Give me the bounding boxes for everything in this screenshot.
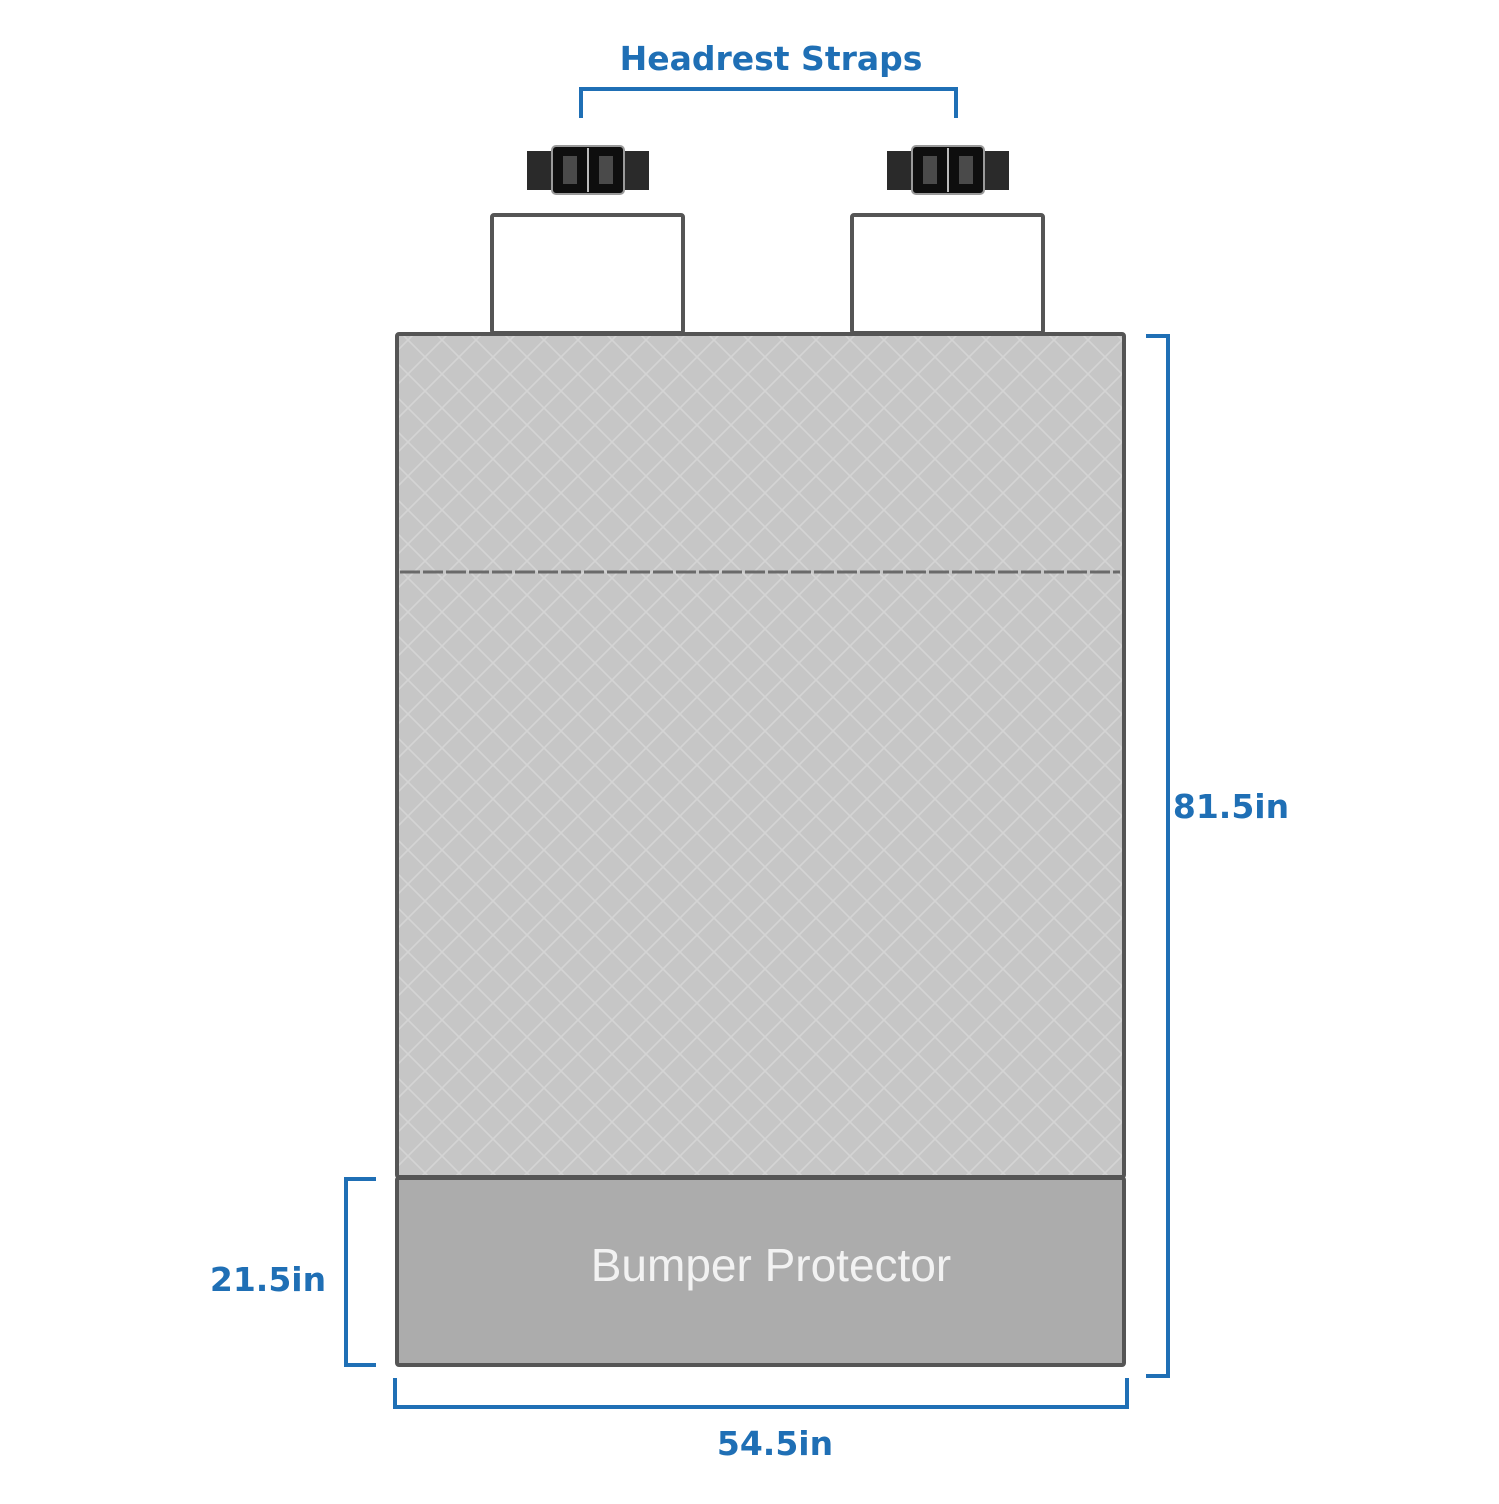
buckle-right-icon: [887, 145, 1009, 195]
height-label: 81.5in: [1173, 787, 1289, 826]
headrest-flap-left: [490, 213, 685, 335]
bumper-height-label: 21.5in: [210, 1260, 326, 1299]
width-bracket: [393, 1378, 1129, 1409]
width-label: 54.5in: [717, 1424, 833, 1463]
height-bracket: [1146, 334, 1170, 1378]
headrest-flap-right: [850, 213, 1045, 335]
headrest-straps-label: Headrest Straps: [620, 39, 923, 78]
bumper-protector: [395, 1176, 1126, 1367]
bumper-protector-label: Bumper Protector: [591, 1239, 951, 1291]
buckle-left-icon: [527, 145, 649, 195]
bumper-height-bracket: [344, 1177, 376, 1367]
headrest-bracket: [579, 87, 958, 118]
seat-mat: [395, 332, 1126, 1179]
